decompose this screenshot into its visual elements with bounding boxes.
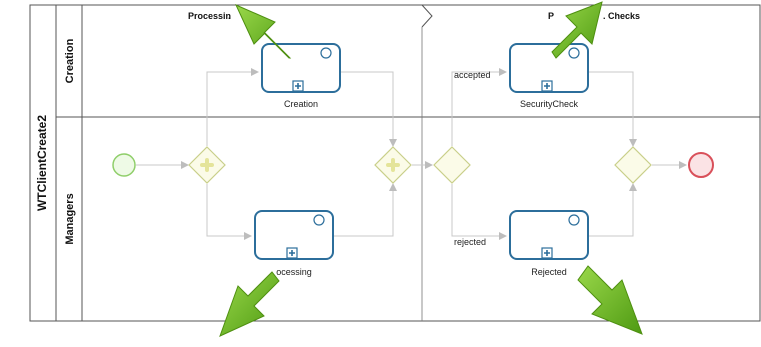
task-creation[interactable]: Creation xyxy=(261,43,341,109)
plus-icon xyxy=(200,158,214,172)
task-rejected[interactable]: Rejected xyxy=(509,210,589,277)
parallel-gateway-split[interactable] xyxy=(188,146,226,184)
flow-creation-to-join[interactable] xyxy=(340,71,397,147)
task-label-rejected: Rejected xyxy=(531,267,567,277)
flow-rejected-to-merge[interactable] xyxy=(588,183,637,237)
plus-square-icon xyxy=(292,80,304,92)
pool-label: WTClientCreate2 xyxy=(35,115,49,211)
exclusive-gateway-decision[interactable] xyxy=(433,146,471,184)
flow-label-rejected: rejected xyxy=(454,237,486,247)
phase-label-processing-tail: . xyxy=(228,11,231,21)
flow-split-to-creation[interactable] xyxy=(206,68,259,146)
event-circle-icon xyxy=(568,214,580,226)
task-label-security-check: SecurityCheck xyxy=(520,99,579,109)
sequence-flows xyxy=(136,68,687,240)
plus-icon xyxy=(386,158,400,172)
green-arrow-up-icon xyxy=(551,1,603,59)
task-label-creation: Creation xyxy=(284,99,318,109)
phase-label-checks: P xyxy=(548,11,554,21)
lane-managers: Managers xyxy=(64,193,76,244)
event-circle-icon xyxy=(313,214,325,226)
green-arrow-up-icon xyxy=(234,4,292,59)
task-security-check[interactable]: SecurityCheck xyxy=(509,43,589,109)
flow-rejected[interactable] xyxy=(451,184,507,240)
flow-processing-to-join[interactable] xyxy=(333,183,397,237)
plus-square-icon xyxy=(286,247,298,259)
phase-header-checks: P . Checks xyxy=(548,11,640,21)
lane-label-creation: Creation xyxy=(64,38,76,83)
task-label-processing: ocessing xyxy=(276,267,312,277)
start-event[interactable] xyxy=(112,153,136,177)
phase-separator xyxy=(421,4,433,321)
lane-label-managers: Managers xyxy=(64,193,76,244)
lane-creation: Creation xyxy=(64,38,76,83)
green-arrow-down-icon xyxy=(219,271,280,337)
phase-label-processing: Processin xyxy=(188,11,231,21)
flow-split-to-processing[interactable] xyxy=(206,184,252,240)
exclusive-gateway-merge[interactable] xyxy=(614,146,652,184)
plus-square-icon xyxy=(541,80,553,92)
end-event[interactable] xyxy=(688,152,714,178)
flow-accepted[interactable] xyxy=(451,68,507,146)
flow-security-to-merge[interactable] xyxy=(588,71,637,147)
task-processing[interactable]: ocessing xyxy=(254,210,334,277)
event-circle-icon xyxy=(568,47,580,59)
plus-square-icon xyxy=(541,247,553,259)
green-arrow-down-icon xyxy=(577,265,643,335)
phase-header-processing: Processin . xyxy=(188,11,231,21)
flow-label-accepted: accepted xyxy=(454,70,491,80)
parallel-gateway-join[interactable] xyxy=(374,146,412,184)
phase-label-checks-tail: . Checks xyxy=(603,11,640,21)
event-circle-icon xyxy=(320,47,332,59)
